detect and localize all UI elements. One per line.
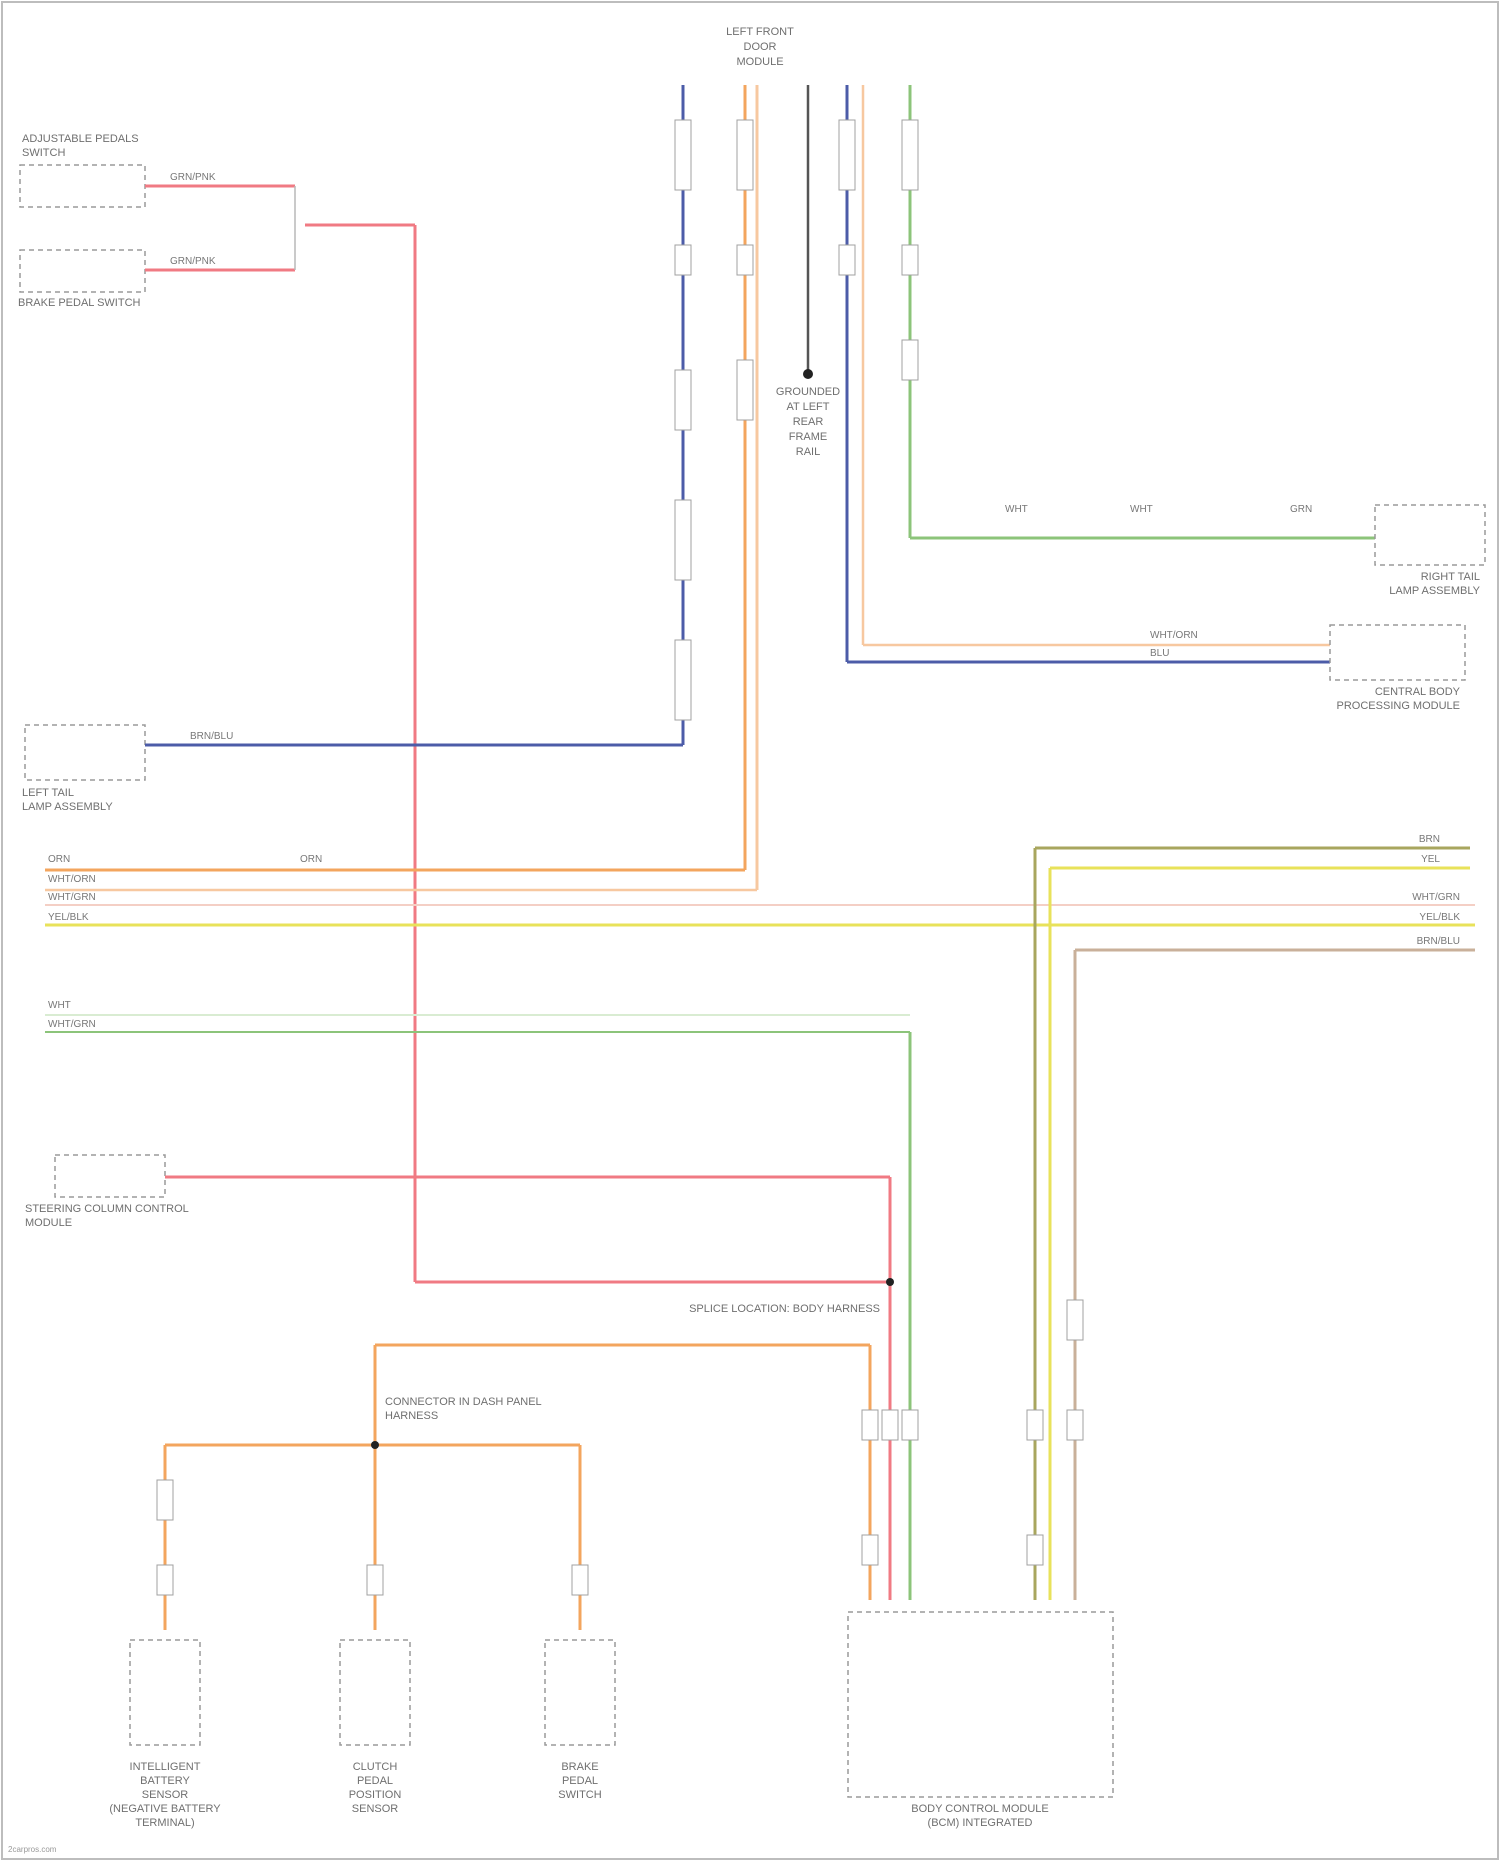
- svg-text:SENSOR: SENSOR: [142, 1789, 189, 1801]
- svg-text:POSITION: POSITION: [349, 1789, 402, 1801]
- wire-code-pink-1: GRN/PNK: [170, 172, 216, 183]
- splice-note: SPLICE LOCATION: BODY HARNESS: [689, 1303, 880, 1315]
- left-tail-lamp-label-1: LEFT TAIL: [22, 787, 74, 799]
- bottom-component-3-label: BRAKE PEDAL SWITCH: [558, 1761, 601, 1801]
- wire-code-right-row-5: BRN/BLU: [1417, 936, 1460, 947]
- wire-code-green-run: WHT: [1005, 504, 1028, 515]
- splice-dot-orange: [371, 1441, 379, 1449]
- svg-text:REAR: REAR: [793, 416, 824, 428]
- wire-code-right-row-4: YEL/BLK: [1419, 912, 1460, 923]
- svg-text:FRAME: FRAME: [789, 431, 828, 443]
- svg-text:RAIL: RAIL: [796, 446, 820, 458]
- left-switch-top-label-2: SWITCH: [22, 147, 65, 159]
- ground-dot: [803, 369, 813, 379]
- svg-text:CLUTCH: CLUTCH: [353, 1761, 398, 1773]
- brake-lamp-switch-label: BRAKE PEDAL SWITCH: [18, 297, 141, 309]
- wire-code-left-row-5: WHT: [48, 1000, 71, 1011]
- left-switch-top-label-1: ADJUSTABLE PEDALS: [22, 133, 139, 145]
- wire-code-blue: BRN/BLU: [190, 731, 233, 742]
- top-module-label-2: DOOR: [744, 41, 777, 53]
- wire-code-left-row-4: YEL/BLK: [48, 912, 89, 923]
- svg-text:INTELLIGENT: INTELLIGENT: [130, 1761, 201, 1773]
- splice-note-2-line-2: HARNESS: [385, 1410, 438, 1422]
- wire-code-tan-run: WHT/ORN: [1150, 630, 1198, 641]
- central-module-label-2: PROCESSING MODULE: [1337, 700, 1460, 712]
- mid-left-module-label-2: MODULE: [25, 1217, 72, 1229]
- wire-code-left-row-6: WHT/GRN: [48, 1019, 96, 1030]
- footer-source: 2carpros.com: [8, 1845, 57, 1854]
- svg-text:(BCM) INTEGRATED: (BCM) INTEGRATED: [928, 1817, 1033, 1829]
- svg-text:SENSOR: SENSOR: [352, 1803, 399, 1815]
- wire-code-pink-2: GRN/PNK: [170, 256, 216, 267]
- central-module-label-1: CENTRAL BODY: [1375, 686, 1461, 698]
- top-module-label-3: MODULE: [736, 56, 783, 68]
- wire-code-left-row-2: WHT/ORN: [48, 874, 96, 885]
- svg-text:PEDAL: PEDAL: [562, 1775, 598, 1787]
- mid-left-module-label-1: STEERING COLUMN CONTROL: [25, 1203, 189, 1215]
- svg-text:SWITCH: SWITCH: [558, 1789, 601, 1801]
- right-tail-lamp-label-1: RIGHT TAIL: [1421, 571, 1480, 583]
- svg-text:(NEGATIVE BATTERY: (NEGATIVE BATTERY: [109, 1803, 221, 1815]
- svg-text:TERMINAL): TERMINAL): [135, 1817, 194, 1829]
- wire-code-right-row-2: YEL: [1421, 854, 1440, 865]
- left-tail-lamp-label-2: LAMP ASSEMBLY: [22, 801, 113, 813]
- svg-text:BRAKE: BRAKE: [561, 1761, 598, 1773]
- svg-text:GROUNDED: GROUNDED: [776, 386, 840, 398]
- svg-text:PEDAL: PEDAL: [357, 1775, 393, 1787]
- top-module-label-1: LEFT FRONT: [726, 26, 794, 38]
- wire-code-blue-run: BLU: [1150, 648, 1169, 659]
- svg-text:BATTERY: BATTERY: [140, 1775, 190, 1787]
- wire-code-green-run-3: GRN: [1290, 504, 1312, 515]
- splice-dot-pink: [886, 1278, 894, 1286]
- right-tail-lamp-label-2: LAMP ASSEMBLY: [1389, 585, 1480, 597]
- svg-text:BODY CONTROL MODULE: BODY CONTROL MODULE: [911, 1803, 1049, 1815]
- wire-code-right-row-3: WHT/GRN: [1412, 892, 1460, 903]
- splice-note-2-line-1: CONNECTOR IN DASH PANEL: [385, 1396, 542, 1408]
- wire-code-left-row-1: ORN: [48, 854, 70, 865]
- svg-text:AT LEFT: AT LEFT: [787, 401, 830, 413]
- wire-code-left-row-3: WHT/GRN: [48, 892, 96, 903]
- wire-code-right-row-1: BRN: [1419, 834, 1440, 845]
- wire-code-orange: ORN: [300, 854, 322, 865]
- wire-code-green-run-2: WHT: [1130, 504, 1153, 515]
